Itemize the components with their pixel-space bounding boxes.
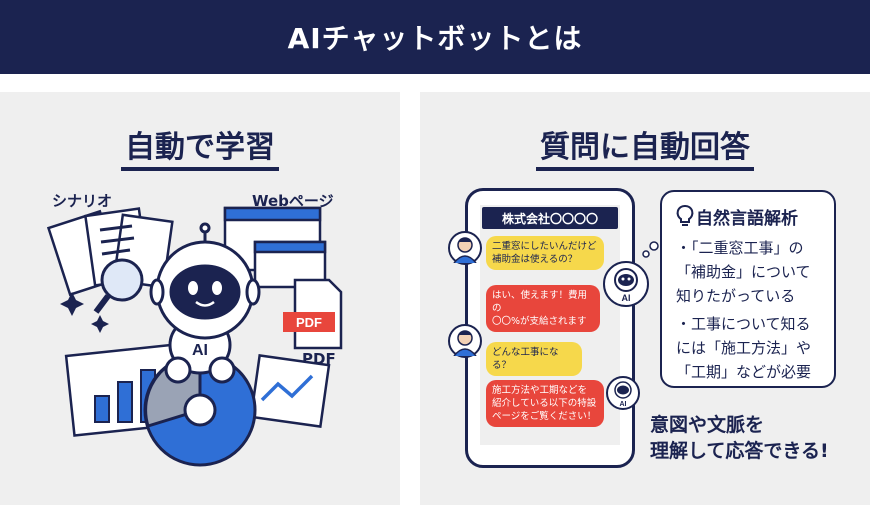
chat-message-bot: はい、使えます！費用の〇〇%が支給されます xyxy=(486,285,600,332)
robot-chest-label: AI xyxy=(192,342,208,359)
sparkle-icon xyxy=(60,292,84,316)
learning-illustration: PDF AI xyxy=(46,206,343,467)
thought-dots xyxy=(642,241,659,258)
user-avatar-icon xyxy=(448,231,482,265)
summary-text: 意図や文脈を 理解して応答できる! xyxy=(650,414,829,462)
lightbulb-icon xyxy=(676,205,694,226)
chat-message-user: 二重窓にしたいんだけど補助金は使えるの？ xyxy=(486,236,604,270)
nlp-line: 「補助金」について xyxy=(676,263,811,281)
user-avatar-icon xyxy=(448,324,482,358)
nlp-line: には「施工方法」や xyxy=(676,339,812,357)
nlp-analysis-box: 自然言語解析 ・「二重窓工事」の 「補助金」について 知りたがっている ・工事に… xyxy=(660,190,836,388)
nlp-line: 「工期」などが必要 xyxy=(676,363,812,381)
line-chart-card xyxy=(249,354,331,428)
chat-message-bot: 施工方法や工期などを紹介している以下の特設ページをご覧ください！ xyxy=(486,380,604,427)
chat-message-user: どんな工事になる？ xyxy=(486,342,582,376)
bot-avatar-icon: AI xyxy=(603,261,649,307)
scenario-label: シナリオ xyxy=(52,192,113,210)
svg-text:AI: AI xyxy=(620,401,627,408)
webpage-icon xyxy=(223,206,327,289)
bot-avatar-icon: AI xyxy=(606,376,640,410)
pdf-document-icon: PDF xyxy=(283,278,343,350)
page-header: AIチャットボットとは xyxy=(0,0,870,74)
nlp-line: ・「二重窓工事」の xyxy=(676,239,804,257)
ai-robot-mascot xyxy=(149,222,261,384)
auto-answer-title: 質問に自動回答 xyxy=(420,122,870,171)
auto-learning-title: 自動で学習 xyxy=(0,122,400,171)
svg-text:AI: AI xyxy=(622,293,631,303)
page-title: AIチャットボットとは xyxy=(287,22,583,55)
pdf-tag: PDF xyxy=(296,315,322,330)
nlp-line: ・工事について知る xyxy=(676,315,811,333)
nlp-line: 知りたがっている xyxy=(676,287,796,305)
webpage-label: Webページ xyxy=(252,192,334,210)
magnifier-icon xyxy=(93,258,144,314)
phone-company-header: 株式会社〇〇〇〇 xyxy=(482,207,618,229)
nlp-title: 自然言語解析 xyxy=(696,209,798,229)
